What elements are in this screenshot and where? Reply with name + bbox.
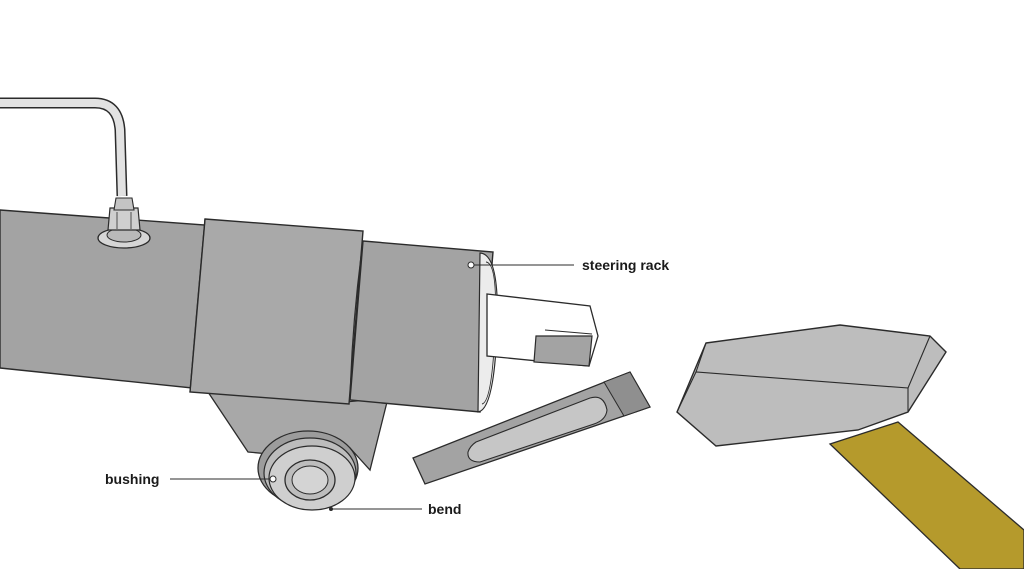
- label-bend: bend: [428, 501, 462, 517]
- middle-collar: [189, 218, 364, 405]
- leader-dot-steering-rack: [467, 261, 475, 269]
- hammer-handle: [828, 421, 1024, 569]
- leader-lines: [170, 261, 574, 511]
- hydraulic-pipe: [0, 97, 128, 197]
- hammer-head: [676, 324, 947, 447]
- pipe-fitting: [97, 197, 151, 249]
- label-steering-rack: steering rack: [582, 257, 670, 273]
- mount-bracket: [206, 391, 389, 472]
- rack-rod: [486, 293, 599, 367]
- leader-dot-bushing: [269, 475, 277, 483]
- label-bushing: bushing: [105, 471, 160, 487]
- tube-end: [349, 240, 498, 413]
- chisel: [412, 371, 651, 485]
- bushing-assembly: [257, 430, 359, 511]
- leader-dot-bend: [329, 507, 333, 511]
